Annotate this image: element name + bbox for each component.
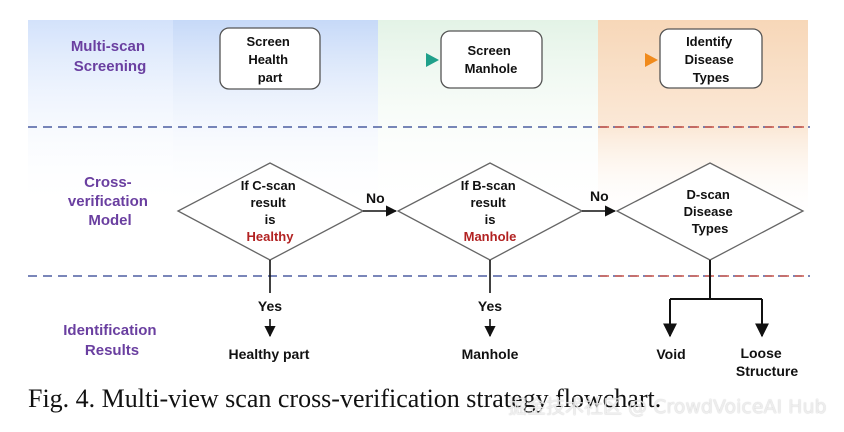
svg-text:Identify Disease: Identify Disease Types (685, 34, 738, 85)
label-no-1: No (366, 190, 385, 206)
svg-text:Screen Health: Screen Health part (247, 34, 294, 85)
result-healthy-part: Healthy part (229, 346, 310, 362)
svg-text:If C-scan result: If C-scan result is (241, 178, 300, 227)
watermark: 掘金技术社区 @ CrowdVoiceAI Hub (508, 396, 827, 418)
screen-health-box: Screen Health part (219, 27, 321, 90)
highlight-manhole: Manhole (464, 229, 517, 244)
label-yes-1: Yes (258, 298, 282, 314)
screen-manhole-box: Screen Manhole (440, 30, 543, 89)
row-label-model: Cross- verification Model (68, 174, 152, 229)
flowchart-diagram: Multi-scan Screening Cross- verification… (28, 20, 810, 379)
row-label-results: Identification Results (63, 322, 161, 359)
svg-text:D-scan Disease: D-scan Disease Types (684, 187, 737, 236)
row-label-screening: Multi-scan Screening (71, 38, 149, 75)
label-yes-2: Yes (478, 298, 502, 314)
highlight-healthy: Healthy (247, 229, 295, 244)
result-manhole: Manhole (462, 346, 519, 362)
decision-bscan: If B-scan result is Manhole (396, 162, 584, 261)
svg-text:Screen Manhole: Screen Manhole (465, 43, 518, 76)
band-blue-light (28, 20, 173, 210)
result-loose-structure: Loose Structure (736, 345, 798, 379)
svg-text:If B-scan result: If B-scan result is (461, 178, 520, 227)
result-void: Void (656, 346, 685, 362)
identify-disease-box: Identify Disease Types (659, 28, 763, 89)
label-no-2: No (590, 188, 609, 204)
figure-caption: Fig. 4. Multi-view scan cross-verificati… (28, 384, 662, 413)
